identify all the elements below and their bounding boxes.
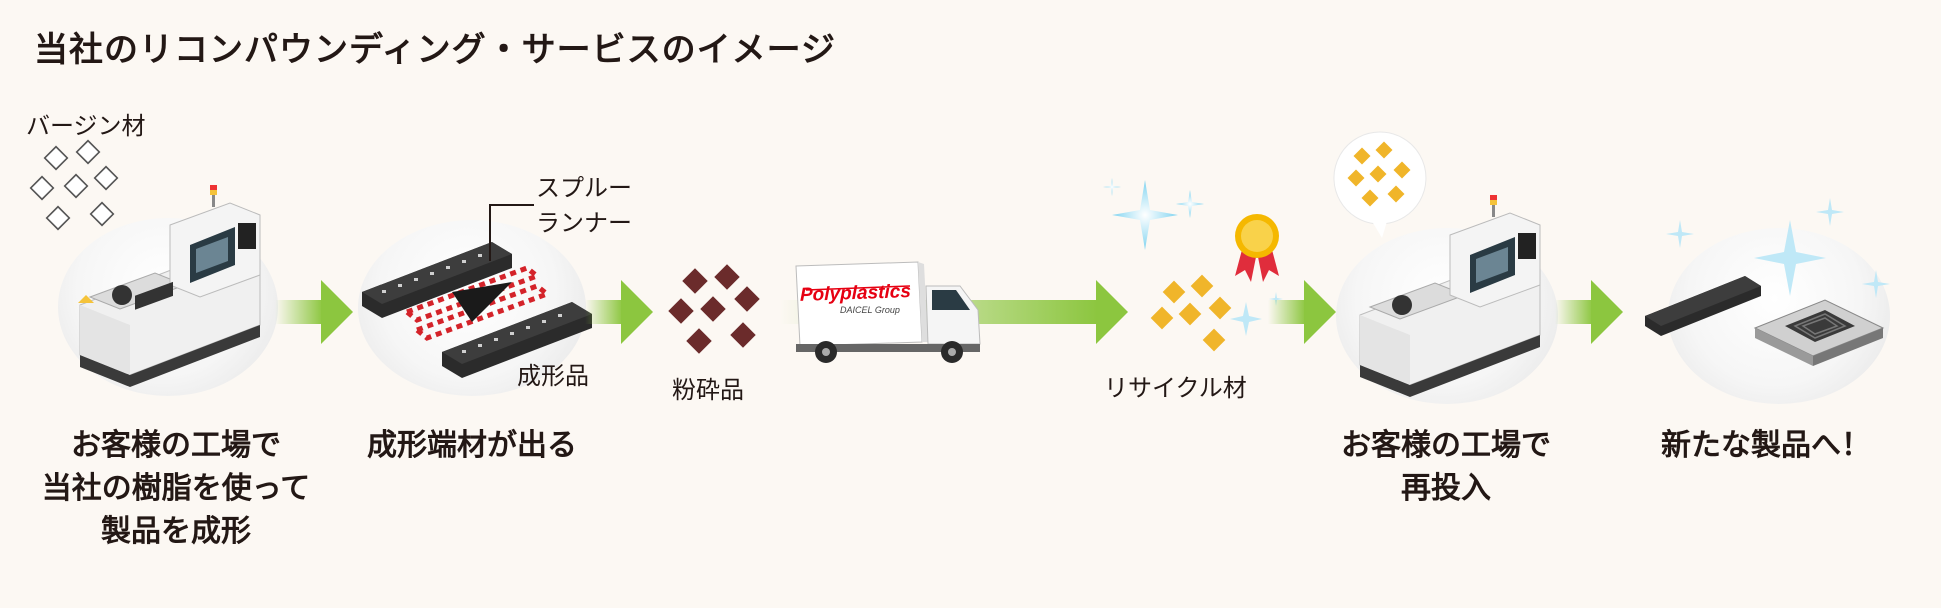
flow-arrow-2 bbox=[585, 280, 653, 344]
truck-group: DAICEL Group bbox=[840, 305, 900, 315]
recycled-label: リサイクル材 bbox=[1104, 374, 1247, 402]
virgin-pellets-icon bbox=[29, 139, 119, 231]
caption-line: お客様の工場で bbox=[71, 428, 281, 463]
recycled-pellets-icon bbox=[1150, 274, 1232, 352]
molded-label: 成形品 bbox=[517, 362, 589, 390]
caption-line: 当社の樹脂を使って bbox=[41, 471, 311, 506]
sparkle-icon bbox=[1103, 178, 1204, 250]
sprue-leader-line bbox=[489, 204, 534, 261]
molding-machine-icon bbox=[78, 185, 261, 387]
sparkle-icon bbox=[1230, 292, 1283, 336]
runner-part-icon bbox=[362, 242, 592, 378]
step2-caption: 成形端材が出る bbox=[356, 424, 588, 467]
caption-line: 成形端材が出る bbox=[367, 428, 577, 463]
caption-line: 製品を成形 bbox=[101, 514, 251, 549]
page-title: 当社のリコンパウンディング・サービスのイメージ bbox=[34, 30, 836, 70]
step3-caption: お客様の工場で 再投入 bbox=[1326, 424, 1566, 510]
truck-brand: Polyplastics bbox=[800, 281, 911, 306]
step4-caption: 新たな製品へ！ bbox=[1646, 424, 1886, 467]
truck-icon bbox=[795, 261, 981, 363]
step1-caption: お客様の工場で 当社の樹脂を使って 製品を成形 bbox=[38, 424, 314, 553]
chip-icon bbox=[1645, 276, 1885, 366]
caption-line: 新たな製品へ！ bbox=[1661, 428, 1871, 463]
virgin-material-label: バージン材 bbox=[26, 112, 146, 140]
speech-bubble bbox=[1333, 131, 1427, 238]
crushed-label: 粉砕品 bbox=[672, 376, 744, 404]
caption-line: お客様の工場で bbox=[1341, 428, 1551, 463]
sprue-label: スプルー bbox=[536, 174, 632, 202]
flow-arrow-1 bbox=[275, 280, 353, 344]
sparkle-icon bbox=[1666, 198, 1890, 298]
molding-machine-icon bbox=[1359, 195, 1541, 397]
flow-arrow-5 bbox=[1555, 280, 1623, 344]
runner-label: ランナー bbox=[536, 209, 632, 237]
crushed-pellets-icon bbox=[668, 264, 760, 354]
medal-icon bbox=[1235, 214, 1279, 282]
caption-line: 再投入 bbox=[1401, 471, 1491, 506]
flow-arrow-4 bbox=[1268, 280, 1336, 344]
